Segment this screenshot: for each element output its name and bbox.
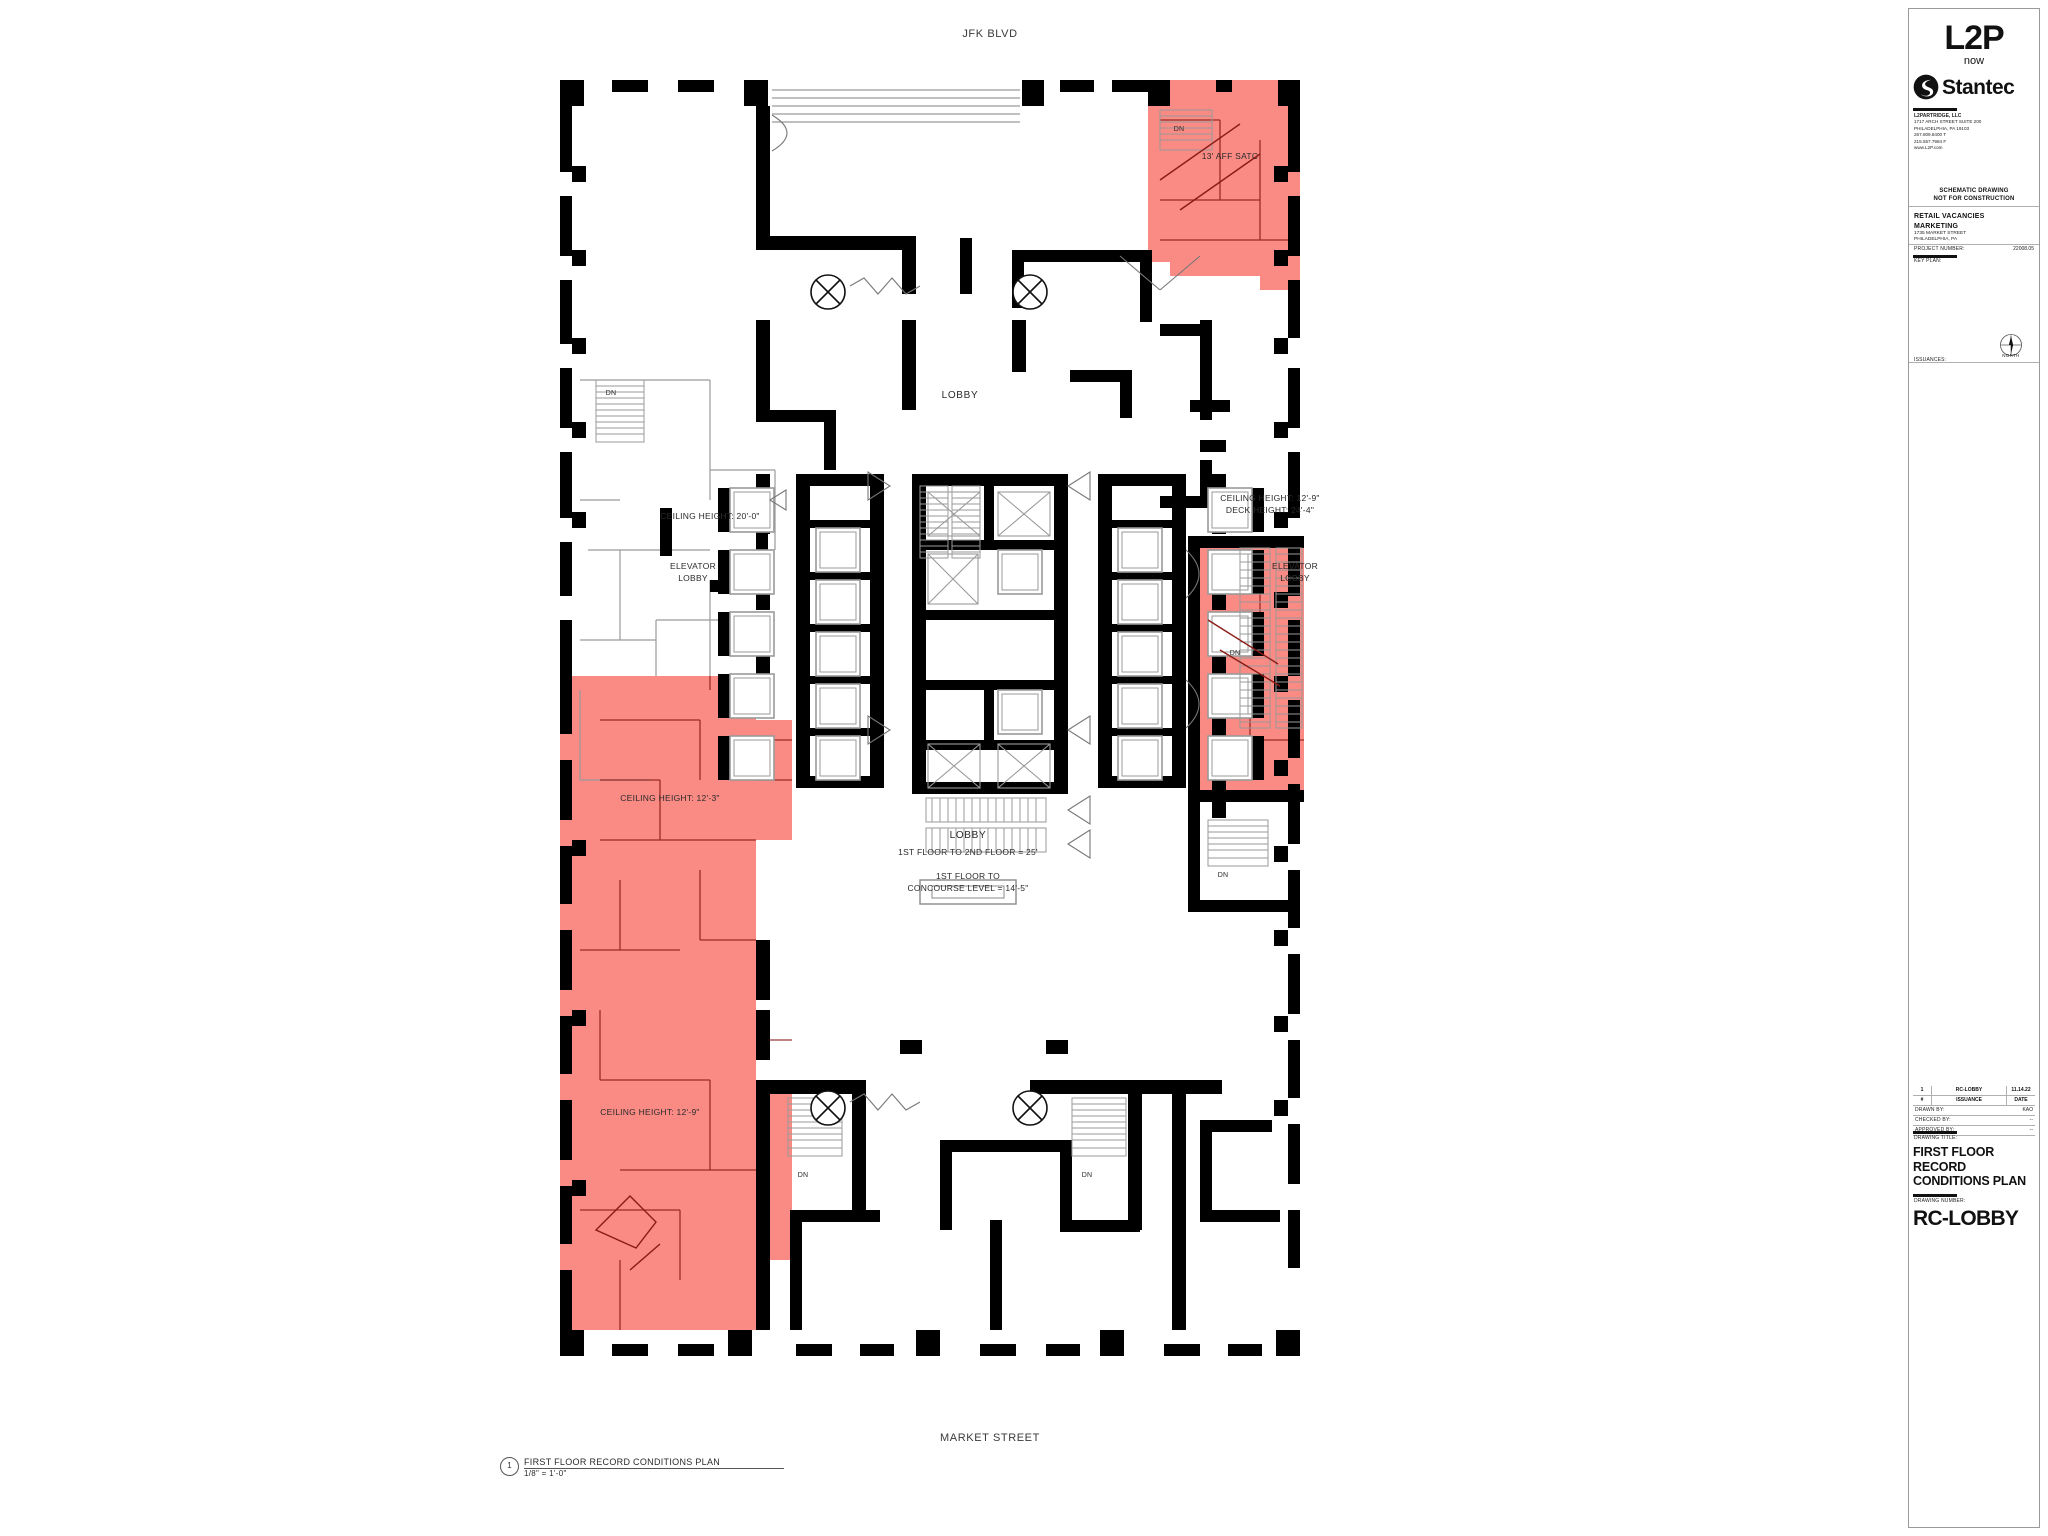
schematic-line-2: NOT FOR CONSTRUCTION [1933, 196, 2015, 202]
project-name-2: MARKETING [1914, 222, 1959, 230]
label-lobby-concourse-2: CONCOURSE LEVEL = 14'-5" [907, 883, 1029, 893]
north-arrow-icon [2000, 334, 2022, 356]
reception-desk [919, 879, 1017, 905]
revolving-doors [810, 274, 1048, 1126]
vacancy-area-northeast [1148, 80, 1300, 290]
firm-fax: 215.557.7984 F [1914, 138, 1947, 144]
firm-name: L2PARTRIDGE, LLC [1914, 113, 1962, 119]
revision-divider-2 [2006, 1086, 2007, 1095]
label-dn-2: DN [605, 390, 617, 397]
north-label: NORTH [2002, 353, 2020, 358]
label-satc: 13' AFF SATC [1201, 151, 1259, 161]
project-number-label: PROJECT NUMBER: [1914, 246, 1965, 252]
label-elevator-lobby-left: ELEVATOR LOBBY [670, 561, 716, 583]
detail-number: 1 [500, 1457, 519, 1476]
door-swings [768, 114, 1201, 1111]
rule-above-drawing-number [1913, 1194, 1957, 1197]
approved-by-row: APPROVED BY: -- [1913, 1126, 2035, 1136]
detail-title: FIRST FLOOR RECORD CONDITIONS PLAN [524, 1457, 721, 1467]
project-address: 1735 MARKET STREET PHILADELPHIA, PA [1914, 231, 1966, 244]
drawn-by-label: DRAWN BY: [1915, 1107, 1945, 1113]
drawing-title-label: DRAWING TITLE: [1914, 1135, 1958, 1141]
drawn-by-value: KAO [2022, 1107, 2033, 1113]
label-lobby-upper: LOBBY [941, 390, 979, 401]
floor-plan: LOBBY ELEVATOR LOBBY ELEVATOR LOBBY LOBB… [560, 80, 1460, 1390]
revision-table: 1 RC-LOBBY 11.14.22 # ISSUANCE DATE DRAW… [1913, 1086, 2035, 1136]
schematic-notice: SCHEMATIC DRAWING NOT FOR CONSTRUCTION [1909, 187, 2039, 203]
firm-phone: 267.809.8400 T [1914, 132, 1947, 138]
logo-now-label: now [1963, 55, 1985, 67]
project-address-1: 1735 MARKET STREET [1914, 231, 1967, 236]
street-label-top: JFK BLVD [962, 28, 1018, 40]
structural-walls [560, 80, 1304, 1356]
rule-above-keyplan [1913, 255, 1957, 258]
firm-address-1: 1717 ARCH STREET SUITE 200 [1914, 119, 1982, 125]
drawing-title: FIRST FLOOR RECORD CONDITIONS PLAN [1913, 1145, 2026, 1188]
north-arrow [1997, 331, 2025, 365]
key-plan-label: KEY PLAN: [1914, 258, 1942, 264]
label-ceiling-height-20: CEILING HEIGHT: 20'-0" [660, 511, 760, 521]
project-number-value: 22008.05 [2013, 246, 2034, 252]
stantec-logo: Stantec [1913, 71, 2039, 105]
rule-above-project-number [1909, 244, 2039, 245]
logo-l2p: L2P [1944, 19, 2004, 57]
drawing-number: RC-LOBBY [1913, 1207, 2019, 1230]
label-lobby-floor-to-floor: 1ST FLOOR TO 2ND FLOOR = 25' [898, 847, 1038, 857]
label-deck-height-24-4: DECK HEIGHT: 24'-4" [1225, 505, 1315, 515]
revision-header-issuance: ISSUANCE [1956, 1097, 1982, 1103]
stantec-wordmark: Stantec [1942, 76, 2015, 99]
rule-under-logo [1913, 108, 1957, 111]
revision-issuance: RC-LOBBY [1955, 1087, 1983, 1093]
label-ceiling-height-12-3: CEILING HEIGHT: 12'-3" [620, 793, 720, 803]
checked-by-value: -- [2029, 1117, 2033, 1123]
rule-above-project [1909, 206, 2039, 207]
title-block: L2P now Stantec L2PARTRIDGE, LLC 1717 AR… [1908, 8, 2040, 1528]
floor-plan-drawing [560, 80, 1460, 1390]
revision-date: 11.14.22 [2011, 1087, 2031, 1093]
rule-above-drawing-title [1913, 1131, 1957, 1134]
revision-divider-1 [1931, 1086, 1932, 1095]
label-dn-4: DN [797, 1172, 809, 1179]
street-label-bottom: MARKET STREET [940, 1432, 1040, 1444]
issuances-label: ISSUANCES: [1914, 357, 1947, 363]
label-dn-3: DN [1229, 650, 1241, 657]
firm-address: L2PARTRIDGE, LLC 1717 ARCH STREET SUITE … [1914, 113, 1981, 151]
label-ceiling-height-12-9-east: CEILING HEIGHT: 12'-9" [1220, 493, 1320, 503]
revision-number: 1 [1920, 1087, 1924, 1093]
checked-by-label: CHECKED BY: [1915, 1117, 1951, 1123]
detail-scale: 1/8" = 1'-0" [524, 1469, 567, 1478]
checked-by-row: CHECKED BY: -- [1913, 1116, 2035, 1126]
drawn-by-row: DRAWN BY: KAO [1913, 1106, 2035, 1116]
project-address-2: PHILADELPHIA, PA [1914, 237, 1958, 243]
firm-address-2: PHILADELPHIA, PA 19103 [1914, 125, 1970, 131]
label-dn-5: DN [1081, 1172, 1093, 1179]
firm-website: www.L2P.com [1914, 145, 1943, 151]
revision-header-number: # [1920, 1097, 1924, 1103]
revision-header-divider-2 [2006, 1096, 2007, 1105]
revision-header-row: # ISSUANCE DATE [1913, 1096, 2035, 1106]
revision-header-date: DATE [2014, 1097, 2028, 1103]
label-lobby-lower: LOBBY [949, 830, 987, 841]
label-dn-6: DN [1217, 872, 1229, 879]
approved-by-value: -- [2029, 1127, 2033, 1133]
schematic-line-1: SCHEMATIC DRAWING [1939, 188, 2009, 194]
approved-by-label: APPROVED BY: [1915, 1127, 1955, 1133]
detail-rule [524, 1468, 784, 1469]
project-name: RETAIL VACANCIES MARKETING [1914, 212, 1984, 231]
rule-above-issuances [1909, 362, 2039, 363]
stantec-mark-icon [1913, 74, 1939, 100]
revision-row: 1 RC-LOBBY 11.14.22 [1913, 1086, 2035, 1096]
label-ceiling-height-12-9-lower: CEILING HEIGHT: 12'-9" [600, 1107, 700, 1117]
project-name-1: RETAIL VACANCIES [1914, 213, 1985, 220]
detail-scale-tag: 1 FIRST FLOOR RECORD CONDITIONS PLAN 1/8… [500, 1455, 800, 1495]
revision-header-divider-1 [1931, 1096, 1932, 1105]
drawing-number-label: DRAWING NUMBER: [1914, 1198, 1966, 1204]
label-dn-1: DN [1173, 126, 1185, 133]
label-lobby-concourse-1: 1ST FLOOR TO [936, 871, 1000, 881]
vacancy-partitions [580, 119, 1304, 1330]
label-elevator-lobby-right: ELEVATOR LOBBY [1272, 561, 1318, 583]
